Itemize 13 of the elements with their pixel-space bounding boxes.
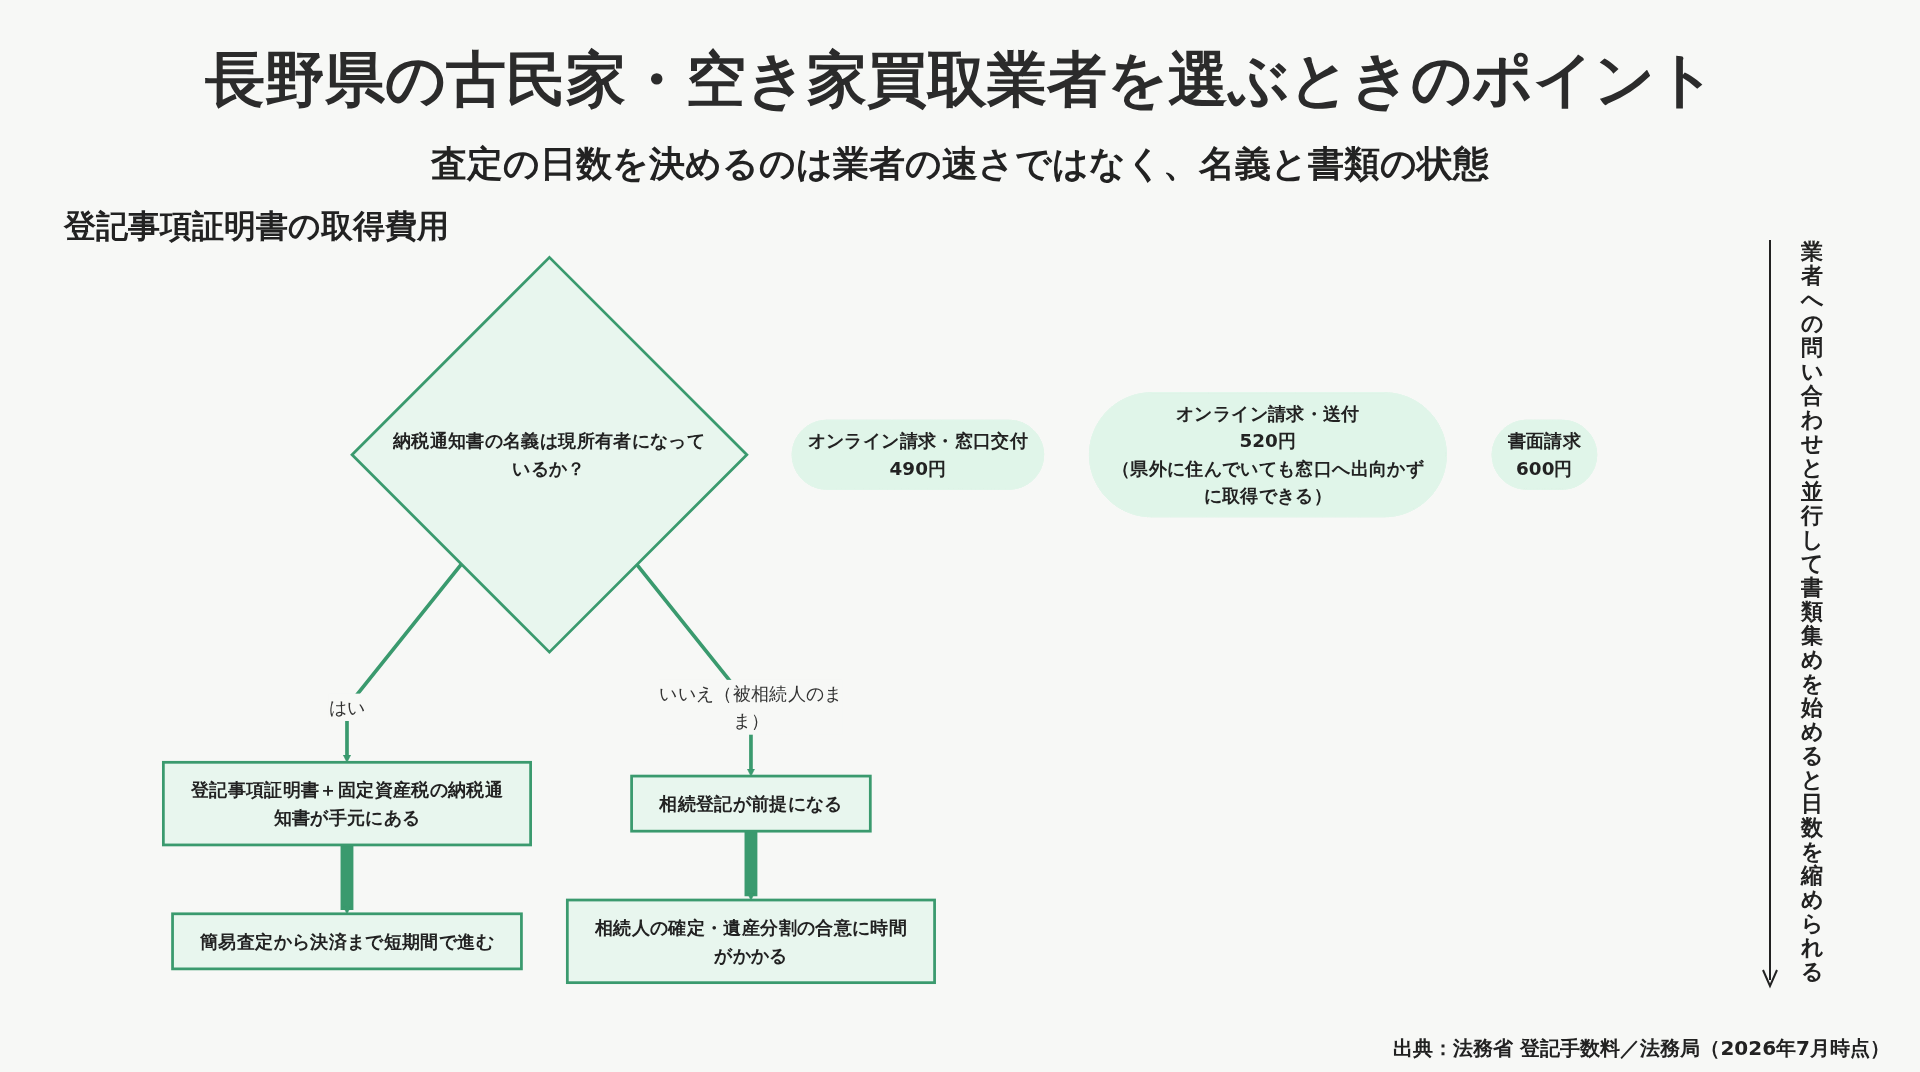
node-box: 簡易査定から決済まで短期間で進む <box>171 912 523 971</box>
edge-label: はい <box>328 696 366 719</box>
subtitle: 査定の日数を決めるのは業者の速さではなく、名義と書類の状態 <box>430 142 1490 186</box>
arrow <box>744 831 758 901</box>
section-heading: 登記事項証明書の取得費用 <box>64 206 449 247</box>
side-note: 業者への問い合わせと並行して書類集めを始めると日数を縮められる <box>1800 240 1824 984</box>
node-box: 相続登記が前提になる <box>630 774 872 833</box>
node-box: 相続人の確定・遺産分割の合意に時間がかかる <box>565 898 936 985</box>
node-diamond: 納税通知書の名義は現所有者になっているか？ <box>350 255 749 655</box>
title: 長野県の古民家・空き家買取業者を選ぶときのポイント <box>203 43 1717 116</box>
source-caption: 出典：法務省 登記手数料／法務局（2026年7月時点） <box>1393 1035 1890 1062</box>
node-box: 登記事項証明書＋固定資産税の納税通知書が手元にある <box>162 760 532 847</box>
edge-label: いいえ（被相続人のまま） <box>659 682 843 733</box>
